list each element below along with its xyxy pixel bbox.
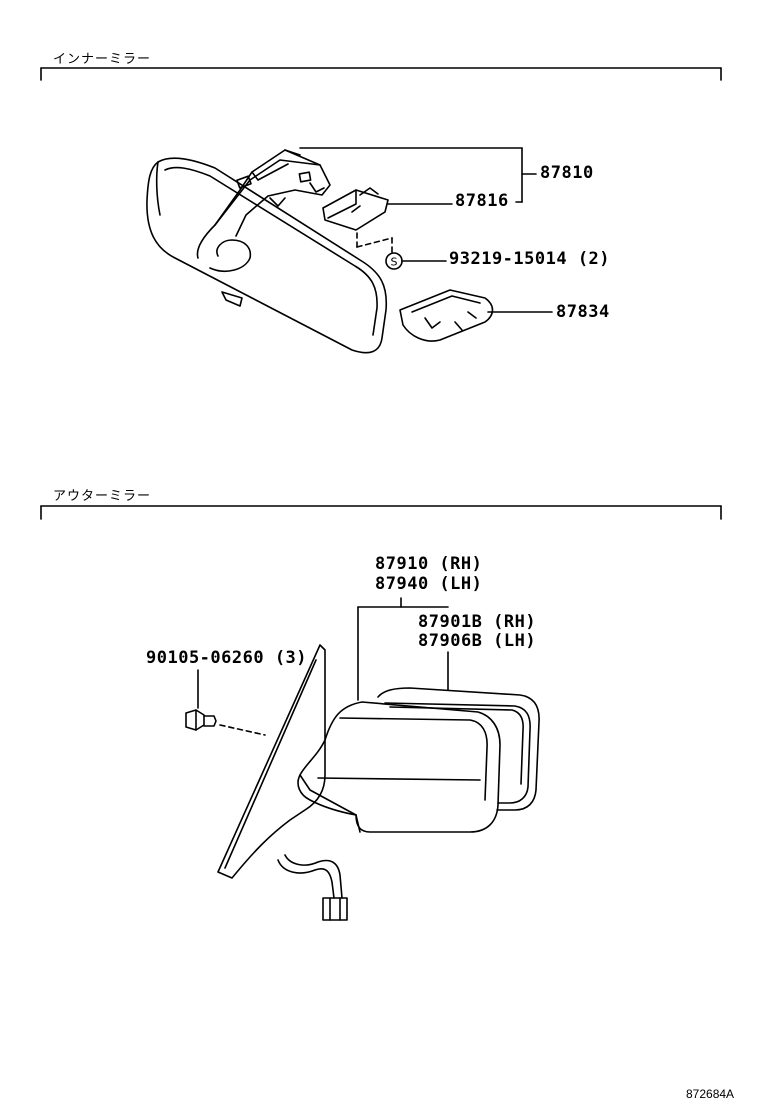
inner-section-bracket: [40, 67, 722, 81]
inner-mirror-body: [146, 149, 388, 354]
part-label-87940: 87940 (LH): [375, 574, 483, 594]
outer-mirror-section-title: アウターミラー: [53, 489, 152, 504]
dashed-connector-outer: [219, 724, 266, 736]
outer-section-bracket: [40, 505, 722, 520]
part-label-90105: 90105-06260 (3): [146, 648, 308, 668]
part-label-87901b: 87901B (RH): [418, 612, 537, 632]
part-87816-shape: [322, 187, 389, 231]
bolt-90105-shape: [185, 709, 217, 731]
s-mark: S: [391, 256, 398, 269]
part-label-87834: 87834: [556, 302, 610, 322]
leader-87910-87940: [357, 597, 449, 701]
part-label-87810: 87810: [540, 163, 594, 183]
outer-mirror-glass: [377, 687, 540, 811]
outer-mirror-housing: [297, 701, 501, 833]
part-label-87906b: 87906B (LH): [418, 631, 537, 651]
part-87834-shape: [399, 289, 494, 342]
part-label-87910: 87910 (RH): [375, 554, 483, 574]
diagram-reference-code: 872684A: [686, 1087, 735, 1101]
part-label-93219: 93219-15014 (2): [449, 249, 611, 269]
inner-mirror-section-title: インナーミラー: [53, 52, 152, 67]
outer-mirror-cable: [277, 854, 348, 921]
part-label-87816: 87816: [455, 191, 509, 211]
dashed-connector-inner: [356, 232, 393, 253]
leader-87810: [299, 147, 537, 203]
